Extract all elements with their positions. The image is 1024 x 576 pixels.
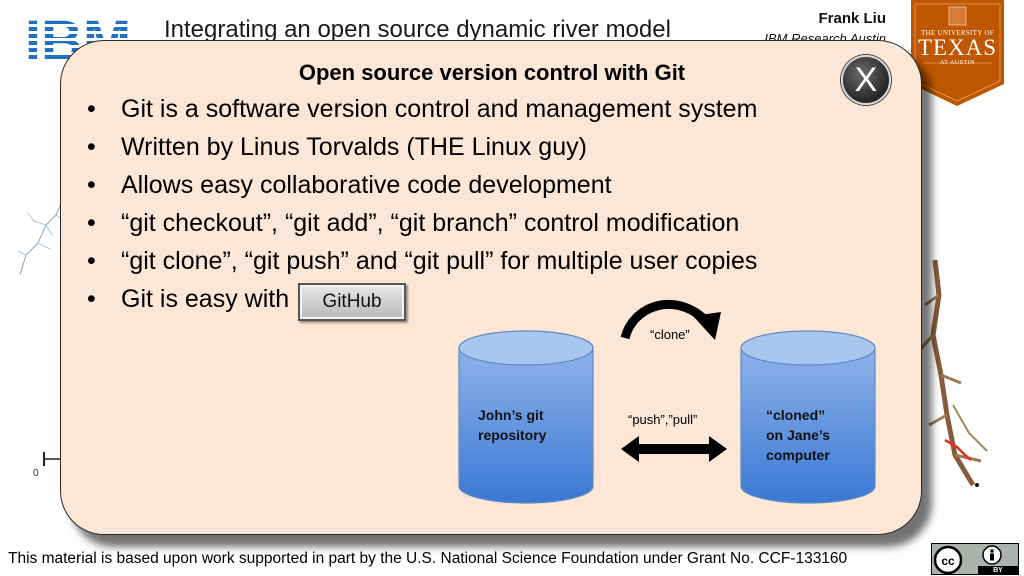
funding-footer: This material is based upon work support… <box>8 550 848 567</box>
bullet-item: Allows easy collaborative code developme… <box>87 167 757 205</box>
info-popup: Open source version control with Git X G… <box>60 40 922 535</box>
license-by-label: BY <box>978 566 1018 575</box>
creative-commons-badge: cc BY <box>931 543 1019 575</box>
jane-clone-cylinder: “cloned” on Jane’s computer <box>740 330 876 504</box>
github-button[interactable]: GitHub <box>298 283 406 321</box>
bullet-list: Git is a software version control and ma… <box>87 91 757 319</box>
bullet-item: Written by Linus Torvalds (THE Linux guy… <box>87 129 757 167</box>
badge-line-1: THE UNIVERSITY OF <box>921 29 994 37</box>
slide-title: Integrating an open source dynamic river… <box>164 16 671 43</box>
close-button[interactable]: X <box>841 55 891 105</box>
scale-zero-label: 0 <box>33 468 39 479</box>
john-repository-cylinder: John’s git repository <box>458 330 594 504</box>
push-pull-label: “push”,”pull” <box>628 412 698 427</box>
jane-clone-label: “cloned” on Jane’s computer <box>766 407 831 463</box>
clone-label: “clone” <box>650 327 690 342</box>
push-pull-arrow-icon <box>621 436 727 462</box>
badge-line-2: TEXAS <box>917 35 998 60</box>
bullet-item: Git is easy with <box>87 281 757 319</box>
river-network-right <box>917 259 988 487</box>
bullet-item: “git checkout”, “git add”, “git branch” … <box>87 205 757 243</box>
svg-text:cc: cc <box>941 554 955 568</box>
clone-arrow-icon <box>620 299 721 340</box>
bullet-item: Git is a software version control and ma… <box>87 91 757 129</box>
popup-title: Open source version control with Git <box>298 60 686 85</box>
badge-line-3: AT AUSTIN <box>940 60 975 66</box>
bullet-item: “git clone”, “git push” and “git pull” f… <box>87 243 757 281</box>
john-repository-label: John’s git repository <box>478 407 547 443</box>
university-badge: THE UNIVERSITY OF TEXAS AT AUSTIN <box>911 0 1004 106</box>
author-name: Frank Liu <box>818 10 886 27</box>
